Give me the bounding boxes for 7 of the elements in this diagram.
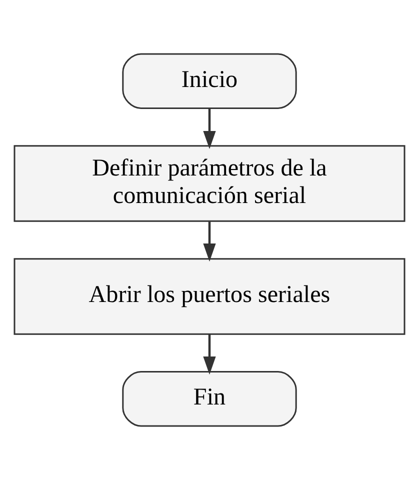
arrow <box>203 334 216 375</box>
node-box: Definir parámetros de la comunicación serial <box>14 145 406 222</box>
arrow <box>203 108 216 150</box>
arrow <box>203 222 216 262</box>
node-box: Inicio <box>122 53 297 109</box>
node-box: Abrir los puertos seriales <box>14 258 406 335</box>
node-box: Fin <box>122 371 297 427</box>
